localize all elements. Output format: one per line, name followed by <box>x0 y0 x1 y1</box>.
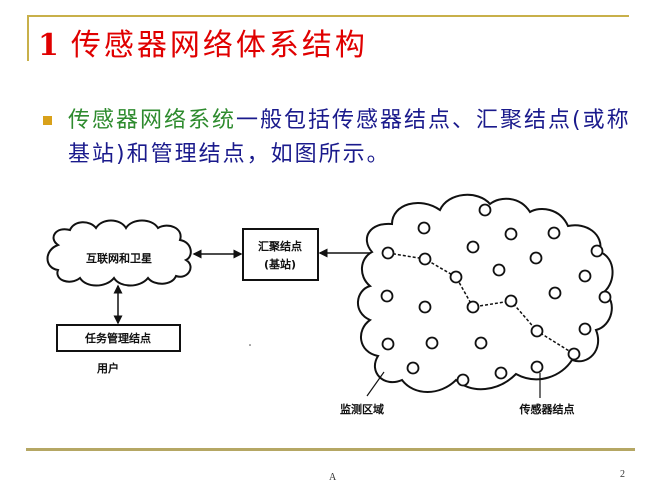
task-manager-box: 任务管理结点 <box>56 324 181 352</box>
stray-dot <box>249 344 251 346</box>
task-manager-label: 任务管理结点 <box>84 331 151 345</box>
monitor-area-cloud <box>357 193 614 393</box>
sensor-node <box>425 336 439 350</box>
sensor-node <box>417 221 431 235</box>
sensor-node <box>380 289 394 303</box>
left-rule <box>27 15 29 61</box>
slide-title: 1 传感器网络体系结构 <box>38 26 368 66</box>
sensor-node <box>418 300 432 314</box>
sensor-network-diagram: 互联网和卫星 汇聚结点 (基站) 任务管理结点 用户 <box>46 193 614 416</box>
bullet-highlight: 传感器网络系统 <box>68 108 237 133</box>
sensor-node <box>530 360 544 374</box>
sensor-node <box>466 300 480 314</box>
sensor-node <box>381 246 395 260</box>
sensor-node <box>494 366 508 380</box>
sensor-node <box>504 227 518 241</box>
sensor-nodes <box>380 203 612 387</box>
sensor-node <box>598 290 612 304</box>
sensor-node <box>530 324 544 338</box>
sensor-node <box>547 226 561 240</box>
footer-text: A <box>329 472 337 483</box>
sink-label-line2: (基站) <box>264 257 296 271</box>
sensor-node <box>466 240 480 254</box>
monitor-area-label: 监测区域 <box>340 402 384 416</box>
sensor-node <box>418 252 432 266</box>
sensor-node <box>578 269 592 283</box>
bullet-text: 一般包括传感器结点、汇聚结点(或称基站)和管理结点，如图所示。 <box>68 108 631 167</box>
sensor-node <box>567 347 581 361</box>
sensor-node <box>381 337 395 351</box>
sensor-node <box>548 286 562 300</box>
user-label: 用户 <box>97 361 119 375</box>
page-number: 2 <box>620 469 625 480</box>
sensor-node <box>492 263 506 277</box>
sensor-node <box>449 270 463 284</box>
sink-label-line1: 汇聚结点 <box>258 239 302 253</box>
sensor-node-label: 传感器结点 <box>519 402 575 416</box>
sensor-node <box>478 203 492 217</box>
bullet-square-icon <box>43 116 52 125</box>
internet-cloud-label: 互联网和卫星 <box>86 251 152 265</box>
sink-node-box: 汇聚结点 (基站) <box>242 228 319 281</box>
monitor-area-leader <box>366 371 385 397</box>
internet-cloud: 互联网和卫星 <box>46 219 192 287</box>
bullet-paragraph: 传感器网络系统一般包括传感器结点、汇聚结点(或称基站)和管理结点，如图所示。 <box>68 104 638 172</box>
title-text: 传感器网络体系结构 <box>70 28 368 63</box>
title-number: 1 <box>38 28 59 63</box>
sensor-node <box>504 294 518 308</box>
sensor-node <box>590 244 604 258</box>
sensor-node <box>578 322 592 336</box>
bottom-rule <box>26 448 635 451</box>
sensor-node <box>474 336 488 350</box>
top-rule <box>27 15 629 17</box>
sensor-node <box>529 251 543 265</box>
sensor-node <box>456 373 470 387</box>
sensor-node <box>406 361 420 375</box>
